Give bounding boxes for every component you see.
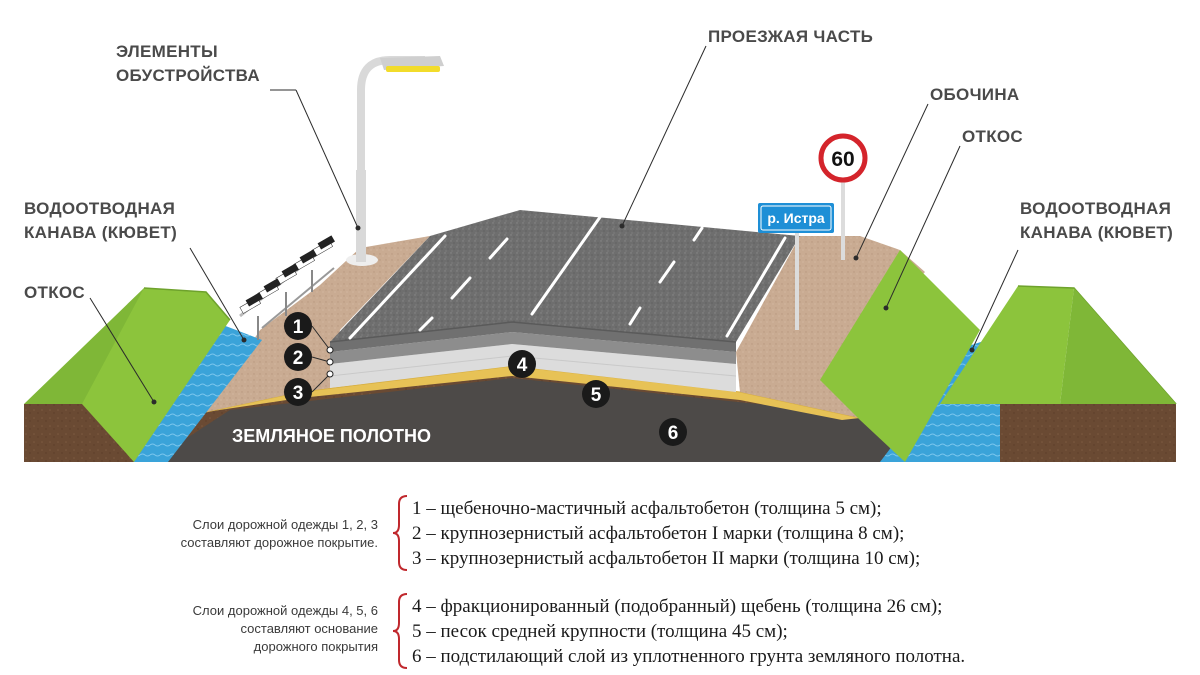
label-ditch-right-line2: КАНАВА (КЮВЕТ) [1020, 223, 1173, 242]
legend: Слои дорожной одежды 1, 2, 3 составляют … [0, 490, 1200, 670]
label-carriageway: ПРОЕЗЖАЯ ЧАСТЬ [708, 27, 873, 46]
layer-marker-3: 3 [284, 378, 312, 406]
svg-text:5: 5 [591, 385, 602, 406]
legend-group1-brace [392, 495, 408, 571]
leader-slope-right [885, 145, 961, 309]
legend-group1-note: Слои дорожной одежды 1, 2, 3 составляют … [138, 516, 378, 552]
legend-group2-note-line1: Слои дорожной одежды 4, 5, 6 [192, 603, 378, 618]
carriageway-surface [330, 210, 800, 342]
layer-marker-2: 2 [284, 343, 312, 371]
leader-fixtures [295, 89, 359, 229]
legend-item-4: 4 – фракционированный (подобранный) щебе… [412, 596, 943, 617]
asphalt-layer-2 [330, 322, 736, 352]
layer-marker-6: 6 [659, 418, 687, 446]
chevron-guardrail [239, 235, 335, 340]
street-lamp [346, 56, 444, 266]
legend-group2-brace [392, 593, 408, 669]
direction-sign-text: р. Истра [767, 210, 825, 226]
legend-group2-note-line2: составляют основание [240, 621, 378, 636]
layer-marker-5: 5 [582, 380, 610, 408]
legend-group2-note-line3: дорожного покрытия [253, 639, 378, 654]
legend-group1-note-line2: составляют дорожное покрытие. [180, 535, 378, 550]
leader-slope-left [89, 297, 155, 403]
label-ditch-left-line1: ВОДООТВОДНАЯ [24, 199, 175, 218]
right-shoulder-ground [736, 236, 925, 418]
sand-layer [206, 366, 860, 420]
right-grass-block [940, 286, 1074, 404]
svg-text:6: 6 [668, 423, 679, 444]
asphalt-layer-3 [330, 332, 736, 364]
legend-group2-note: Слои дорожной одежды 4, 5, 6 составляют … [138, 602, 378, 656]
leader-carriageway [621, 45, 707, 227]
right-embankment-soil [1000, 404, 1176, 462]
legend-item-5: 5 – песок средней крупности (толщина 45 … [412, 621, 788, 642]
road-markings [348, 208, 787, 340]
label-slope-left: ОТКОС [24, 283, 85, 302]
svg-text:2: 2 [293, 348, 304, 369]
leader-ditch-right [971, 249, 1019, 351]
leader-dot [355, 225, 361, 231]
speed-limit-sign: 60 [818, 133, 868, 260]
left-shoulder-ground [206, 236, 430, 412]
legend-item-3: 3 – крупнозернистый асфальтобетон II мар… [412, 548, 921, 569]
svg-text:1: 1 [293, 317, 304, 338]
label-shoulder: ОБОЧИНА [930, 85, 1019, 104]
label-slope-right: ОТКОС [962, 127, 1023, 146]
label-ditch-left-line2: КАНАВА (КЮВЕТ) [24, 223, 177, 242]
svg-text:3: 3 [293, 383, 304, 404]
layer-marker-1: 1 [284, 312, 312, 340]
legend-item-1: 1 – щебеночно-мастичный асфальтобетон (т… [412, 498, 882, 519]
label-subgrade: ЗЕМЛЯНОЕ ПОЛОТНО [232, 426, 431, 446]
left-grass-slope [82, 288, 230, 462]
label-fixtures-line2: ОБУСТРОЙСТВА [116, 66, 260, 85]
legend-item-6: 6 – подстилающий слой из уплотненного гр… [412, 646, 966, 667]
left-embankment-soil [24, 404, 134, 462]
layer-marker-4: 4 [508, 350, 536, 378]
legend-item-2: 2 – крупнозернистый асфальтобетон I марк… [412, 523, 905, 544]
svg-text:4: 4 [517, 355, 528, 376]
speed-limit-value: 60 [831, 148, 854, 171]
label-ditch-right-line1: ВОДООТВОДНАЯ [1020, 199, 1171, 218]
leader-ditch-left [189, 247, 245, 341]
leader-shoulder [855, 103, 929, 259]
label-fixtures-line1: ЭЛЕМЕНТЫ [116, 42, 218, 61]
right-grass-slope [820, 250, 980, 462]
legend-group1-note-line1: Слои дорожной одежды 1, 2, 3 [192, 517, 378, 532]
direction-sign: р. Истра [758, 203, 834, 330]
